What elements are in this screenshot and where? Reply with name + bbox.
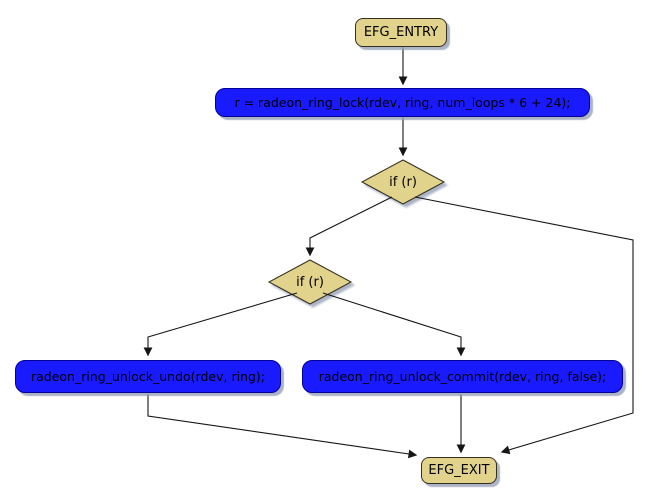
edge-if1-to-exit	[414, 196, 634, 455]
node-efg-entry: EFG_ENTRY	[355, 18, 447, 47]
node-efg-exit: EFG_EXIT	[421, 457, 497, 484]
node-radeon-ring-unlock-commit: radeon_ring_unlock_commit(rdev, ring, fa…	[302, 360, 623, 393]
edge-undo-to-exit	[147, 394, 418, 459]
decision-diamond-if1	[360, 159, 446, 205]
edge-if2-to-undo	[143, 292, 298, 357]
decision-label-if1: if (r)	[389, 174, 417, 190]
edge-if1-to-if2	[305, 196, 393, 257]
edge-if2-to-commit	[322, 292, 466, 357]
node-radeon-ring-unlock-undo: radeon_ring_unlock_undo(rdev, ring);	[15, 360, 281, 393]
decision-diamond-if2	[267, 259, 353, 305]
decision-label-if2: if (r)	[296, 274, 324, 290]
node-radeon-ring-lock: r = radeon_ring_lock(rdev, ring, num_loo…	[215, 88, 590, 117]
